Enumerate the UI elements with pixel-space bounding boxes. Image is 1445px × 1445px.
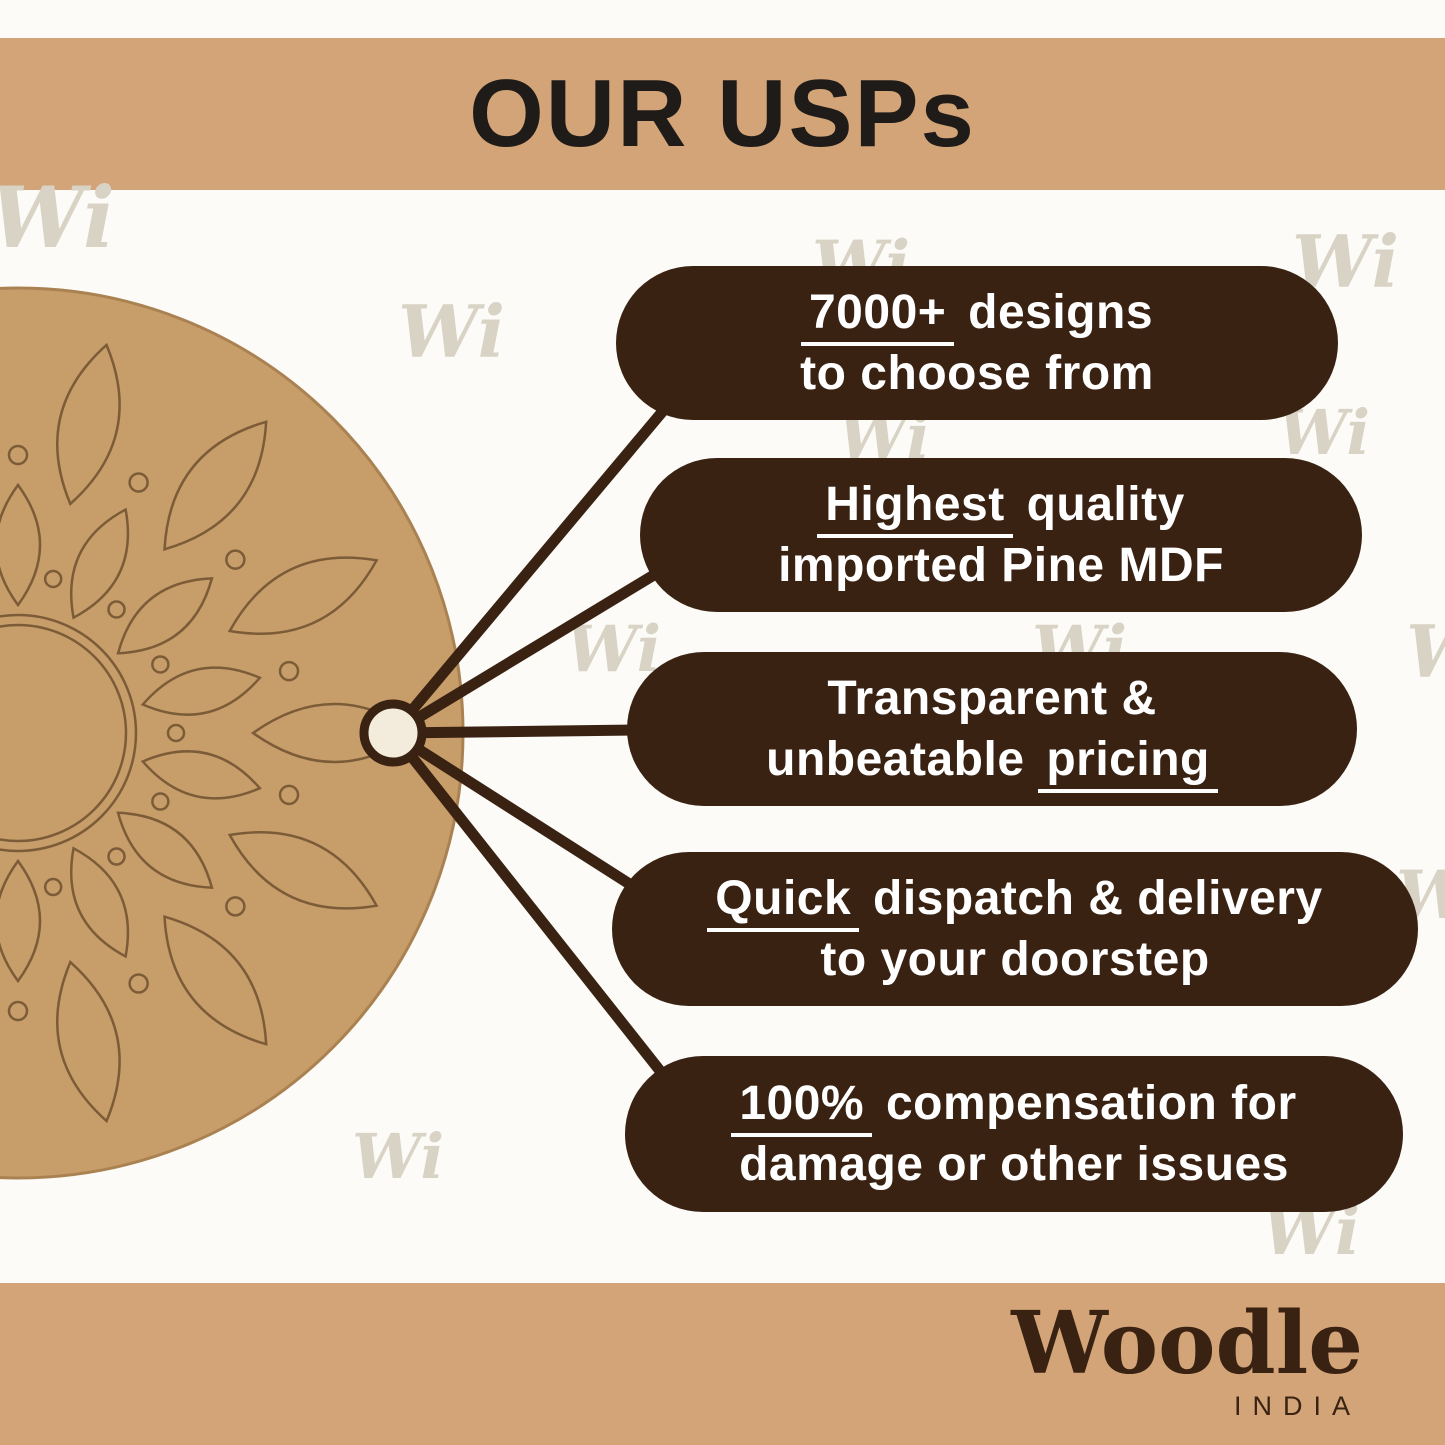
watermark: Wi — [0, 168, 115, 267]
header-band: OUR USPs — [0, 38, 1445, 190]
hub-dot — [359, 699, 427, 767]
watermark: Wi — [1406, 616, 1445, 688]
page-title: OUR USPs — [469, 60, 976, 167]
watermark: Wi — [352, 1120, 445, 1193]
watermark: Wi — [398, 289, 505, 374]
brand-country: INDIA — [1233, 1391, 1361, 1421]
brand-name: Woodle — [1011, 1293, 1363, 1394]
woodle-logo: Woodle INDIA — [1011, 1297, 1363, 1422]
footer-band — [0, 1283, 1445, 1445]
watermark: Wi — [566, 612, 662, 687]
mandala-engraving — [0, 342, 419, 1124]
usp-pill-pricing: Transparent &unbeatable pricing — [627, 652, 1357, 806]
